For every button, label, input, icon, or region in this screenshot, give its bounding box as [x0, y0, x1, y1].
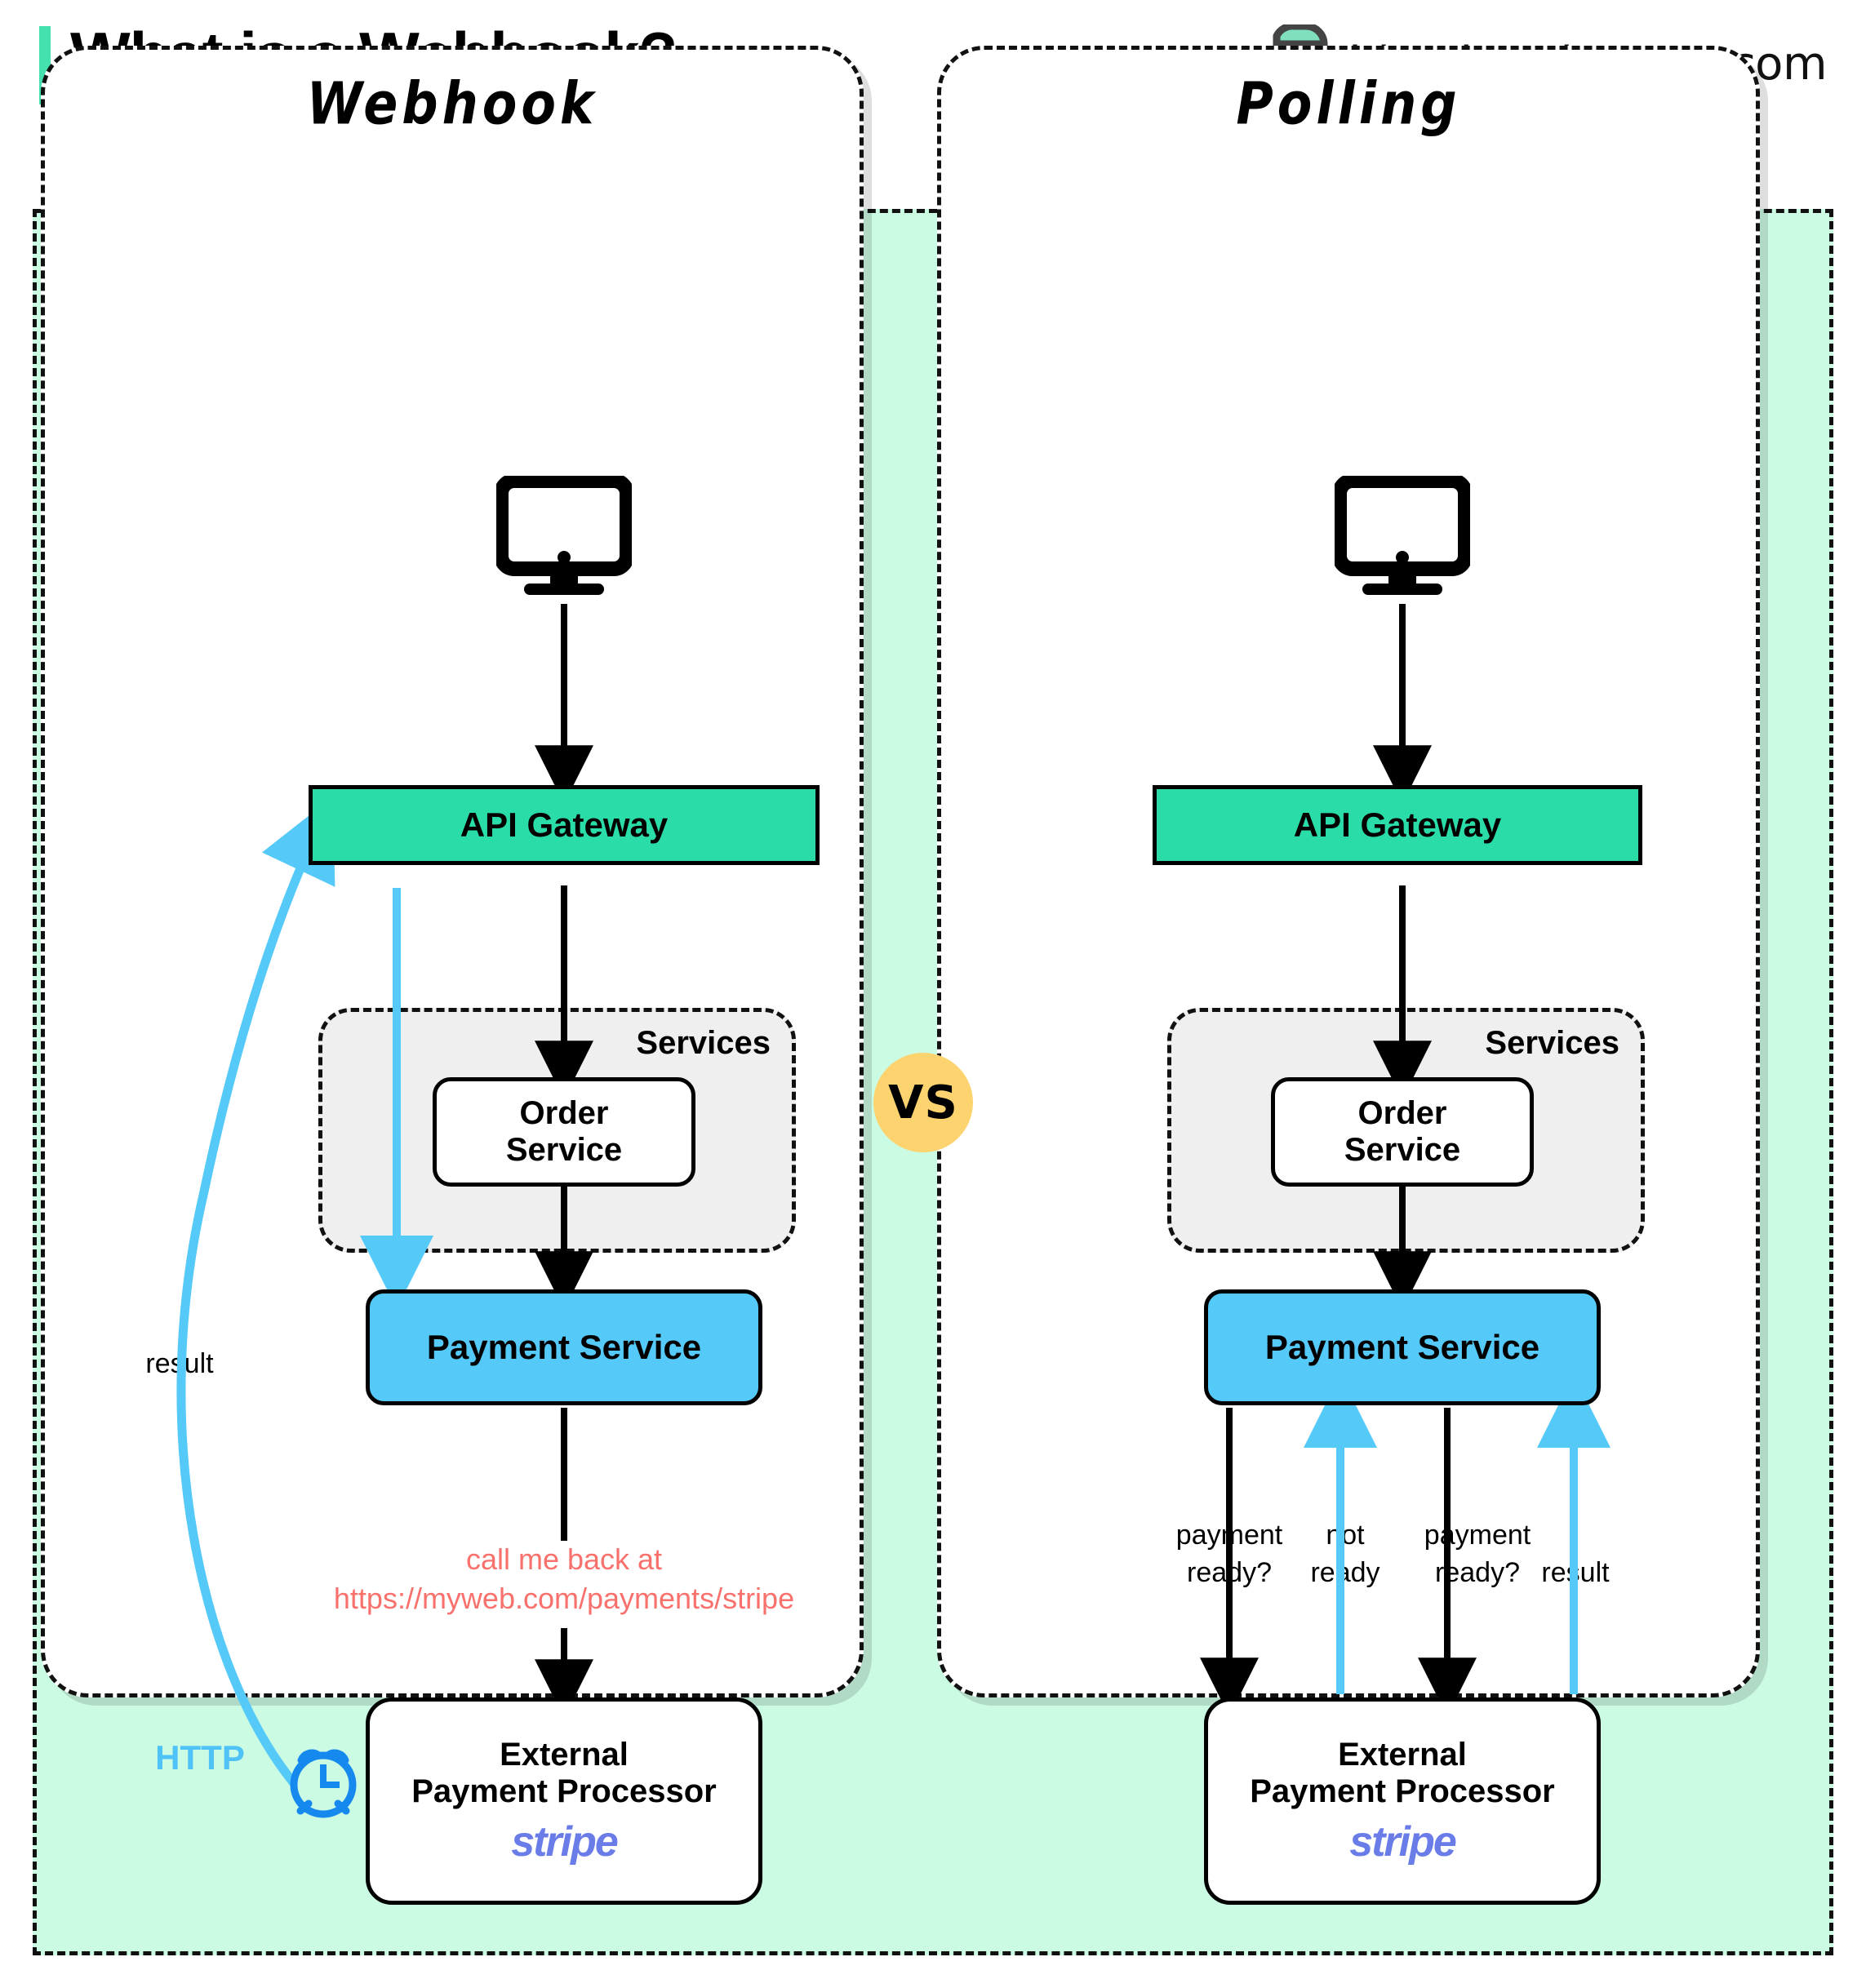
callback-label-line2: https://myweb.com/payments/stripe — [333, 1582, 795, 1615]
external-payment-processor-webhook[interactable]: External Payment Processor stripe — [366, 1697, 762, 1905]
external-line2: Payment Processor — [411, 1773, 717, 1809]
panel-polling: Polling — [937, 46, 1760, 1697]
external-line1: External — [1338, 1737, 1467, 1773]
services-group-label: Services — [1485, 1025, 1619, 1061]
order-service-line1: Order — [1357, 1095, 1447, 1132]
order-service-line1: Order — [519, 1095, 609, 1132]
result-label-webhook: result — [145, 1348, 214, 1379]
poll3-label-line1: payment — [1424, 1520, 1531, 1551]
order-service-line2: Service — [1344, 1132, 1461, 1168]
desktop-monitor-icon — [1332, 473, 1473, 604]
poll2-label-line1: not — [1326, 1520, 1365, 1551]
panel-title-webhook: Webhook — [306, 69, 598, 138]
api-gateway-webhook[interactable]: API Gateway — [309, 785, 820, 865]
poll2-label-line2: ready — [1310, 1557, 1380, 1588]
payment-service-webhook[interactable]: Payment Service — [366, 1289, 762, 1405]
poll1-label-line2: ready? — [1187, 1557, 1272, 1588]
stripe-logo: stripe — [511, 1817, 619, 1866]
external-payment-processor-polling[interactable]: External Payment Processor stripe — [1204, 1697, 1601, 1905]
vs-badge: VS — [873, 1053, 973, 1152]
external-line2: Payment Processor — [1250, 1773, 1555, 1809]
stripe-logo: stripe — [1349, 1817, 1457, 1866]
services-group-label: Services — [636, 1025, 771, 1061]
order-service-webhook[interactable]: Order Service — [433, 1077, 695, 1187]
alarm-clock-icon — [281, 1738, 366, 1827]
panel-webhook: Webhook — [41, 46, 864, 1697]
external-line1: External — [500, 1737, 629, 1773]
http-label: HTTP — [155, 1738, 245, 1777]
result-label-polling: result — [1541, 1557, 1610, 1588]
callback-label-line1: call me back at — [465, 1542, 663, 1576]
panel-title-polling: Polling — [1236, 69, 1461, 138]
api-gateway-polling[interactable]: API Gateway — [1153, 785, 1642, 865]
vs-badge-label: VS — [888, 1076, 958, 1129]
desktop-monitor-icon — [494, 473, 634, 604]
poll1-label-line1: payment — [1175, 1520, 1283, 1551]
payment-service-polling[interactable]: Payment Service — [1204, 1289, 1601, 1405]
order-service-line2: Service — [505, 1132, 623, 1168]
order-service-polling[interactable]: Order Service — [1271, 1077, 1534, 1187]
